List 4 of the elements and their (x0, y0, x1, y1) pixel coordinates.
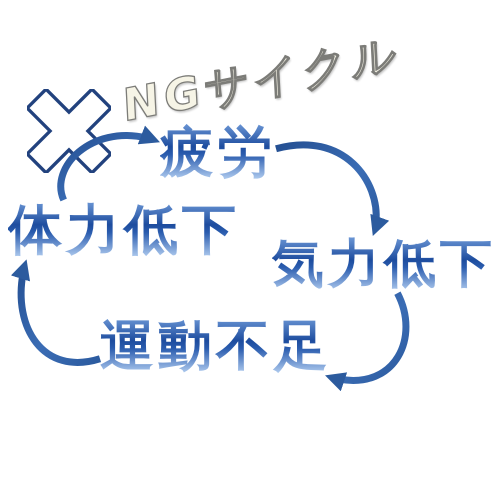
curved-arrow (12, 258, 101, 366)
curved-arrow (324, 292, 410, 390)
curved-arrow (275, 142, 388, 237)
curved-arrow (58, 126, 162, 201)
